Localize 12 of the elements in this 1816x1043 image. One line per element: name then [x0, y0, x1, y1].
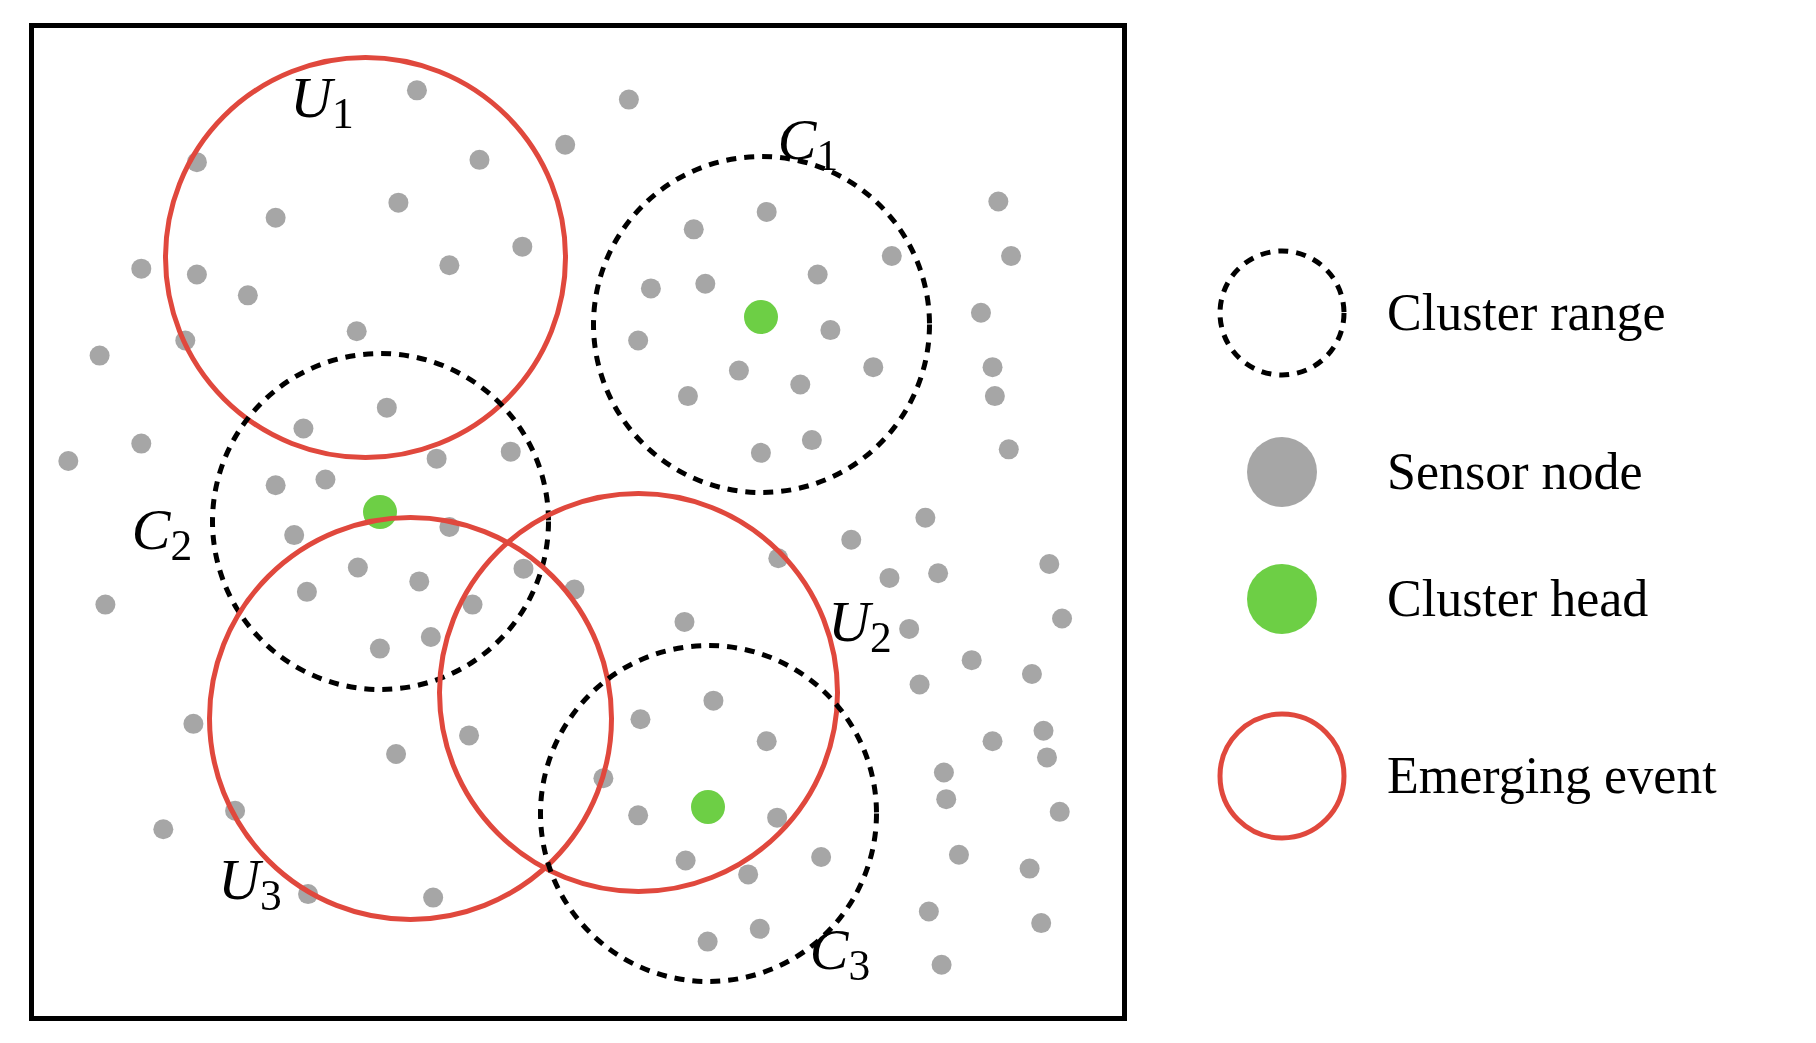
- legend-label: Cluster range: [1387, 287, 1666, 339]
- circle-label: C$_{1}$: [777, 111, 839, 169]
- circle-label: C$_{2}$: [131, 501, 193, 559]
- circle-label: U$_{3}$: [218, 851, 282, 909]
- event-range-circle: [206, 514, 614, 922]
- legend-label: Cluster head: [1387, 573, 1649, 625]
- circle-label: U$_{2}$: [828, 593, 892, 651]
- event-range-circle: [162, 54, 568, 460]
- circle-label: U$_{1}$: [290, 69, 354, 127]
- legend-label: Sensor node: [1387, 446, 1643, 498]
- frame-box: [29, 23, 1127, 1021]
- legend-label: Emerging event: [1387, 750, 1717, 802]
